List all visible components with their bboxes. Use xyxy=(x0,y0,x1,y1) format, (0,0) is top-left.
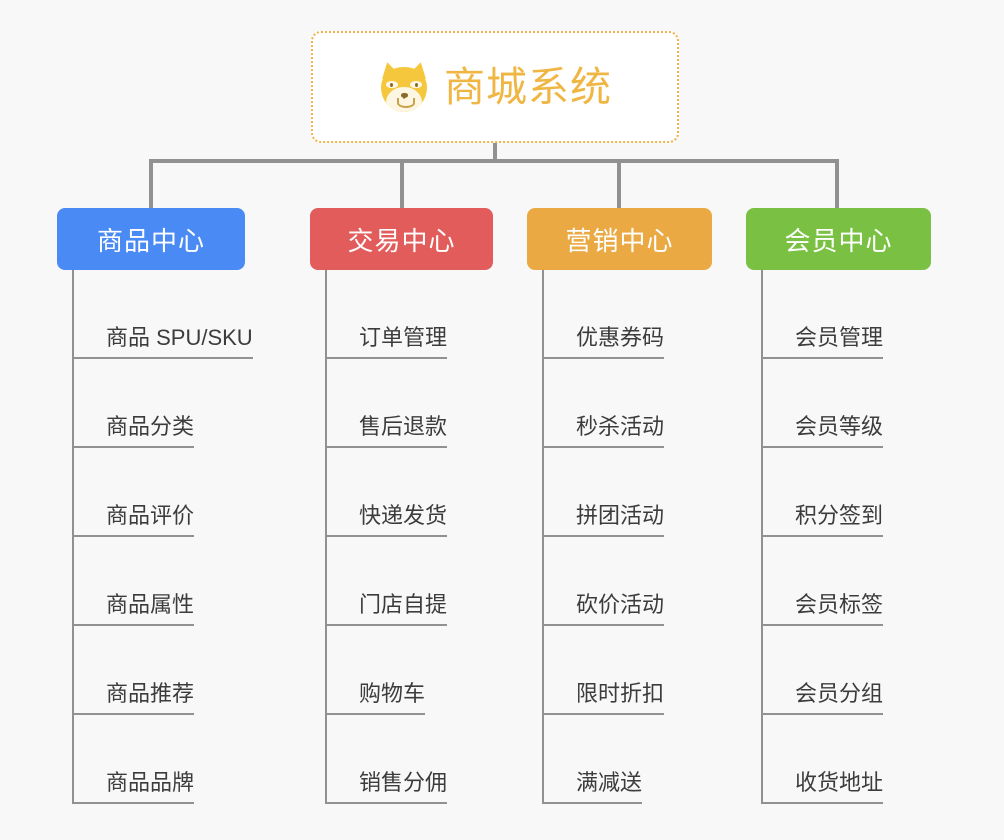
category-header-3[interactable]: 营销中心 xyxy=(527,208,712,270)
leaf-item[interactable]: 商品评价 xyxy=(72,448,195,537)
branch-drop-4 xyxy=(835,159,839,208)
leaf-item-label: 秒杀活动 xyxy=(542,413,665,448)
category-header-label: 营销中心 xyxy=(565,225,674,256)
leaf-item-label: 商品 SPU/SKU xyxy=(72,324,253,359)
leaf-item[interactable]: 订单管理 xyxy=(325,270,448,359)
leaf-item[interactable]: 限时折扣 xyxy=(542,626,665,715)
leaf-item-label: 商品品牌 xyxy=(72,769,195,804)
leaf-item-label: 积分签到 xyxy=(761,502,884,537)
leaf-item-label: 满减送 xyxy=(542,769,643,804)
leaf-item-label: 拼团活动 xyxy=(542,502,665,537)
leaf-item[interactable]: 拼团活动 xyxy=(542,448,665,537)
root-node-title: 商城系统 xyxy=(444,63,612,110)
branch-drop-1 xyxy=(149,159,153,208)
leaf-item[interactable]: 商品分类 xyxy=(72,359,195,448)
root-connector-stem xyxy=(493,143,497,162)
shiba-inu-dog-face-icon xyxy=(378,60,430,113)
column-connector-stem-1 xyxy=(72,270,74,804)
branch-drop-2 xyxy=(400,159,404,208)
leaf-item[interactable]: 购物车 xyxy=(325,626,426,715)
leaf-item-label: 售后退款 xyxy=(325,413,448,448)
leaf-item[interactable]: 商品属性 xyxy=(72,537,195,626)
leaf-item-label: 会员分组 xyxy=(761,680,884,715)
leaf-item-label: 快递发货 xyxy=(325,502,448,537)
root-connector-horizontal-bar xyxy=(149,159,839,163)
leaf-item-label: 限时折扣 xyxy=(542,680,665,715)
leaf-item-label: 商品推荐 xyxy=(72,680,195,715)
category-header-label: 会员中心 xyxy=(784,225,893,256)
category-header-2[interactable]: 交易中心 xyxy=(310,208,493,270)
leaf-item-label: 商品属性 xyxy=(72,591,195,626)
leaf-item-label: 砍价活动 xyxy=(542,591,665,626)
leaf-item[interactable]: 满减送 xyxy=(542,715,643,804)
leaf-item-label: 会员等级 xyxy=(761,413,884,448)
column-connector-stem-2 xyxy=(325,270,327,804)
leaf-item-label: 销售分佣 xyxy=(325,769,448,804)
leaf-item[interactable]: 商品推荐 xyxy=(72,626,195,715)
leaf-item-label: 商品评价 xyxy=(72,502,195,537)
leaf-item-label: 门店自提 xyxy=(325,591,448,626)
leaf-item-label: 商品分类 xyxy=(72,413,195,448)
leaf-item[interactable]: 快递发货 xyxy=(325,448,448,537)
leaf-item-label: 优惠券码 xyxy=(542,324,665,359)
column-connector-stem-4 xyxy=(761,270,763,804)
leaf-item[interactable]: 会员等级 xyxy=(761,359,884,448)
leaf-item[interactable]: 商品 SPU/SKU xyxy=(72,270,253,359)
leaf-item[interactable]: 会员分组 xyxy=(761,626,884,715)
category-header-label: 交易中心 xyxy=(347,225,456,256)
root-node-mall-system[interactable]: 商城系统 xyxy=(311,31,679,143)
category-header-1[interactable]: 商品中心 xyxy=(57,208,245,270)
leaf-item[interactable]: 会员管理 xyxy=(761,270,884,359)
leaf-item[interactable]: 优惠券码 xyxy=(542,270,665,359)
leaf-item-label: 会员管理 xyxy=(761,324,884,359)
category-header-label: 商品中心 xyxy=(96,225,205,256)
column-connector-stem-3 xyxy=(542,270,544,804)
leaf-item[interactable]: 砍价活动 xyxy=(542,537,665,626)
category-header-4[interactable]: 会员中心 xyxy=(746,208,931,270)
leaf-item-label: 购物车 xyxy=(325,680,426,715)
leaf-item-label: 订单管理 xyxy=(325,324,448,359)
leaf-item[interactable]: 门店自提 xyxy=(325,537,448,626)
leaf-item[interactable]: 销售分佣 xyxy=(325,715,448,804)
leaf-item[interactable]: 售后退款 xyxy=(325,359,448,448)
leaf-item[interactable]: 秒杀活动 xyxy=(542,359,665,448)
leaf-item-label: 会员标签 xyxy=(761,591,884,626)
leaf-item[interactable]: 商品品牌 xyxy=(72,715,195,804)
branch-drop-3 xyxy=(617,159,621,208)
leaf-item[interactable]: 积分签到 xyxy=(761,448,884,537)
leaf-item[interactable]: 收货地址 xyxy=(761,715,884,804)
leaf-item-label: 收货地址 xyxy=(761,769,884,804)
leaf-item[interactable]: 会员标签 xyxy=(761,537,884,626)
